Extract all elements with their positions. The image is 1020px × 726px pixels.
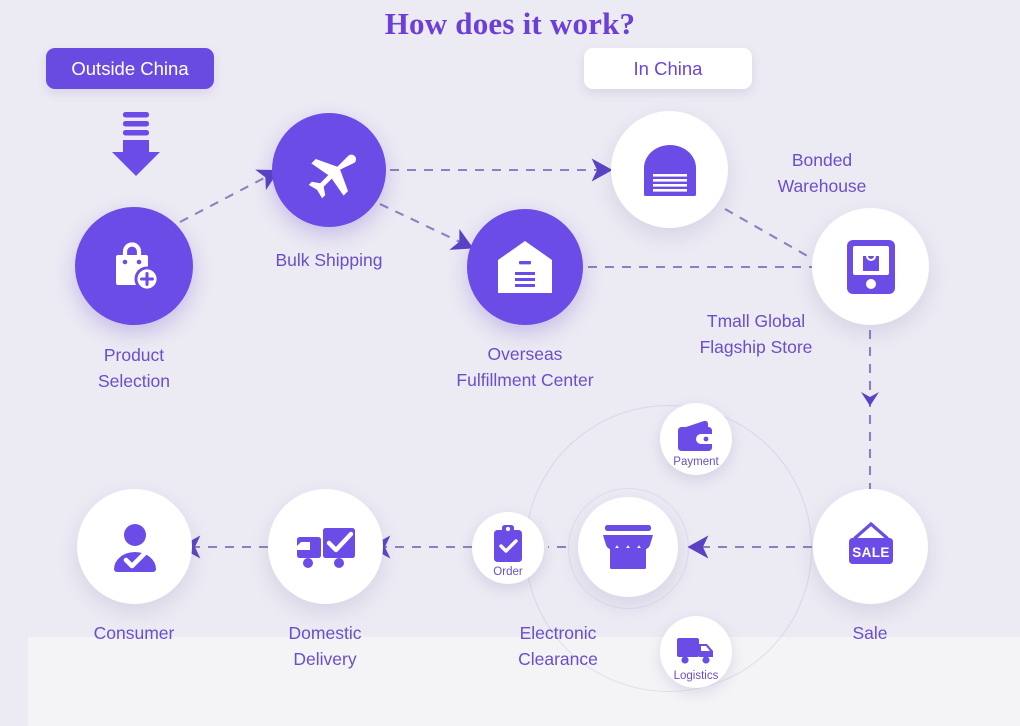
tmall-flagship-label: Tmall Global Flagship Store	[699, 311, 813, 357]
consumer-circle[interactable]	[77, 489, 192, 604]
badge-outside-china-label: Outside China	[71, 57, 189, 79]
svg-text:SALE: SALE	[852, 545, 890, 560]
clipboard-check-icon: Order	[493, 525, 523, 578]
overseas-fulfillment-circle[interactable]	[467, 209, 583, 325]
warehouse-icon	[498, 241, 552, 293]
dome-warehouse-icon	[643, 144, 696, 196]
sale-label: Sale	[852, 623, 888, 643]
sale-tag-icon: SALE	[848, 521, 893, 564]
clearance-inner-ring	[568, 488, 689, 609]
satellite-payment[interactable]: Payment	[660, 403, 732, 475]
download-arrow-icon	[112, 112, 160, 176]
person-check-icon	[113, 523, 156, 572]
link-shipping-to-overseas	[379, 203, 474, 250]
bonded-warehouse-circle[interactable]	[611, 111, 728, 228]
overseas-fulfillment-label: Overseas Fulfillment Center	[456, 344, 594, 390]
badge-in-china-label: In China	[633, 57, 703, 79]
satellite-payment-label: Payment	[673, 456, 719, 468]
truck-icon: Logistics	[674, 638, 719, 682]
bulk-shipping-circle[interactable]	[272, 113, 386, 227]
mobile-store-icon	[846, 239, 895, 294]
tmall-flagship-circle[interactable]	[812, 208, 929, 325]
product-selection-circle[interactable]	[75, 207, 193, 325]
bulk-shipping-label: Bulk Shipping	[275, 250, 383, 270]
domestic-delivery-circle[interactable]	[268, 489, 383, 604]
satellite-order-label: Order	[493, 566, 523, 578]
badge-in-china: In China	[584, 48, 752, 89]
page-title: How does it work?	[384, 6, 636, 41]
delivery-truck-check-icon	[296, 527, 355, 568]
airplane-icon	[308, 154, 357, 199]
footer-band	[28, 637, 1020, 726]
satellite-order[interactable]: Order	[472, 512, 544, 584]
link-tmall-to-sale-arrowhead	[861, 392, 879, 406]
shopping-bag-plus-icon	[116, 242, 160, 292]
consumer-label: Consumer	[93, 623, 175, 643]
bonded-warehouse-label: Bonded Warehouse	[777, 150, 867, 196]
electronic-clearance-circle[interactable]	[578, 497, 678, 597]
sale-circle[interactable]: SALE	[813, 489, 928, 604]
product-selection-label: Product Selection	[98, 345, 170, 391]
badge-outside-china: Outside China	[46, 48, 214, 89]
satellite-logistics-label: Logistics	[674, 670, 719, 682]
electronic-clearance-label: Electronic Clearance	[518, 623, 598, 669]
domestic-delivery-label: Domestic Delivery	[288, 623, 362, 669]
link-product-to-shipping	[179, 169, 280, 223]
decoration-import-arrow	[110, 112, 162, 178]
storefront-icon	[603, 525, 653, 569]
link-bonded-to-tmall	[724, 208, 819, 263]
wallet-icon: Payment	[673, 420, 719, 468]
satellite-logistics[interactable]: Logistics	[660, 616, 732, 688]
